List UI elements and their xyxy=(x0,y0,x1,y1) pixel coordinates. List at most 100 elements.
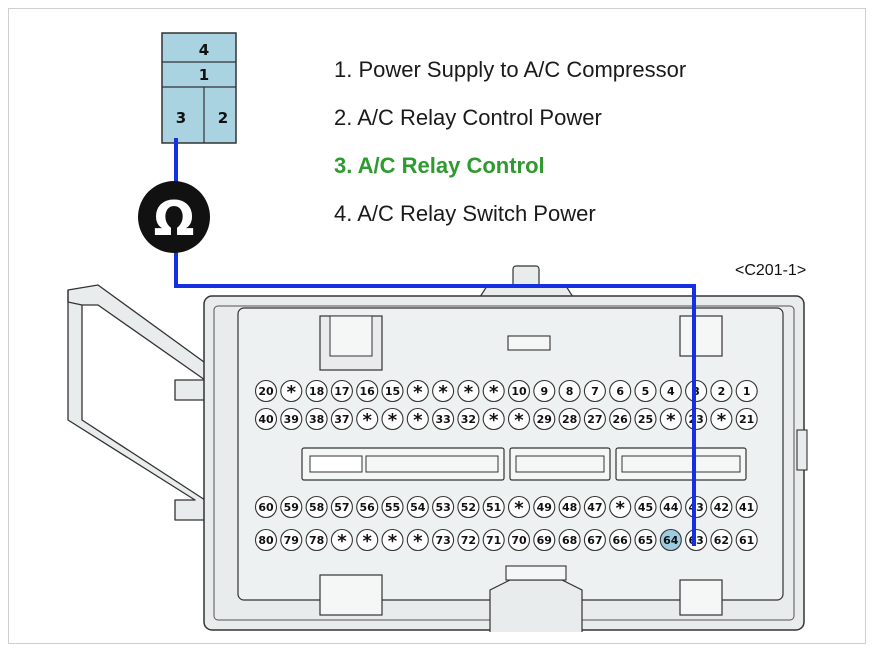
pin-label: * xyxy=(489,382,499,403)
pin-unused xyxy=(356,407,379,431)
pin-57 xyxy=(330,495,353,519)
pin-66 xyxy=(609,528,632,552)
pin-6 xyxy=(609,379,632,403)
pin-label: 68 xyxy=(562,534,577,547)
pin-unused xyxy=(406,379,429,403)
pin-38 xyxy=(305,407,328,431)
pin-2 xyxy=(710,379,733,403)
pin-39 xyxy=(280,407,303,431)
pin-71 xyxy=(482,528,505,552)
pin-40 xyxy=(254,407,278,431)
pin-60 xyxy=(254,495,278,519)
pin-72 xyxy=(457,528,480,552)
pin-unused xyxy=(381,528,404,552)
pin-10 xyxy=(507,379,531,403)
pin-3 xyxy=(685,379,708,403)
pin-unused xyxy=(507,407,531,431)
pin-unused xyxy=(507,495,531,519)
pin-label: 8 xyxy=(566,385,574,398)
pin-unused xyxy=(381,407,404,431)
pin-label: 63 xyxy=(688,534,703,547)
pin-label: 18 xyxy=(309,385,324,398)
pin-26 xyxy=(609,407,632,431)
pin-label: 57 xyxy=(334,501,349,514)
relay-pin-4: 4 xyxy=(199,41,209,59)
pin-label: 5 xyxy=(642,385,650,398)
pin-label: * xyxy=(362,410,372,431)
legend-item-4: 4. A/C Relay Switch Power xyxy=(334,201,596,226)
pin-17 xyxy=(330,379,353,403)
pin-59 xyxy=(280,495,303,519)
pin-54 xyxy=(406,495,429,519)
pin-label: 1 xyxy=(743,385,751,398)
pin-label: 7 xyxy=(591,385,599,398)
pin-label: 58 xyxy=(309,501,324,514)
pin-label: 53 xyxy=(435,501,450,514)
pin-61 xyxy=(735,528,758,552)
ohmmeter-icon: Ω xyxy=(138,181,210,253)
pin-unused xyxy=(406,407,429,431)
pin-label: 2 xyxy=(718,385,726,398)
pin-unused xyxy=(457,379,480,403)
pin-label: 21 xyxy=(739,413,754,426)
pin-label: * xyxy=(717,410,727,431)
pin-label: 71 xyxy=(486,534,501,547)
ecu-connector xyxy=(67,265,808,632)
pin-label: 20 xyxy=(258,385,274,398)
pin-47 xyxy=(583,495,606,519)
pin-label: * xyxy=(413,410,423,431)
pin-15 xyxy=(381,379,404,403)
pin-label: * xyxy=(615,498,625,519)
pin-32 xyxy=(457,407,480,431)
pin-label: 69 xyxy=(537,534,552,547)
legend-item-1: 1. Power Supply to A/C Compressor xyxy=(334,57,687,82)
pin-label: * xyxy=(287,382,297,403)
pin-9 xyxy=(533,379,556,403)
pin-label: * xyxy=(514,498,524,519)
pin-8 xyxy=(558,379,581,403)
pin-58 xyxy=(305,495,328,519)
pin-56 xyxy=(356,495,379,519)
pin-label: 41 xyxy=(739,501,754,514)
pin-label: 51 xyxy=(486,501,501,514)
pin-28 xyxy=(558,407,581,431)
pin-1 xyxy=(735,379,758,403)
pin-label: 48 xyxy=(562,501,577,514)
pin-label: 55 xyxy=(385,501,400,514)
pin-label: 73 xyxy=(435,534,450,547)
pin-label: 65 xyxy=(638,534,653,547)
pin-label: 79 xyxy=(284,534,299,547)
connector-id-label: <C201-1> xyxy=(735,262,807,279)
pin-label: 29 xyxy=(537,413,552,426)
pin-unused xyxy=(609,495,632,519)
pin-legend: 1. Power Supply to A/C Compressor 2. A/C… xyxy=(334,52,686,244)
pin-label: * xyxy=(438,382,448,403)
pin-label: 38 xyxy=(309,413,324,426)
pin-21 xyxy=(735,407,758,431)
pin-68 xyxy=(558,528,581,552)
pin-label: 37 xyxy=(334,413,349,426)
pin-label: 28 xyxy=(562,413,577,426)
pin-53 xyxy=(432,495,455,519)
pin-label: 23 xyxy=(688,413,703,426)
pin-20 xyxy=(254,379,278,403)
pin-label: * xyxy=(464,382,474,403)
legend-item-3: 3. A/C Relay Control xyxy=(334,153,545,178)
pin-23 xyxy=(685,407,708,431)
relay-connector: 4 1 3 2 xyxy=(161,32,237,144)
pin-unused xyxy=(406,528,429,552)
pin-unused xyxy=(356,528,379,552)
pin-label: 40 xyxy=(258,413,274,426)
pin-63 xyxy=(685,528,708,552)
pin-44 xyxy=(659,495,682,519)
pin-label: 80 xyxy=(258,534,274,547)
pin-5 xyxy=(634,379,657,403)
pin-label: * xyxy=(388,410,398,431)
pin-label: 59 xyxy=(284,501,299,514)
pin-label: 52 xyxy=(461,501,476,514)
pin-79 xyxy=(280,528,303,552)
pin-label: 60 xyxy=(258,501,274,514)
pin-label: 16 xyxy=(360,385,376,398)
